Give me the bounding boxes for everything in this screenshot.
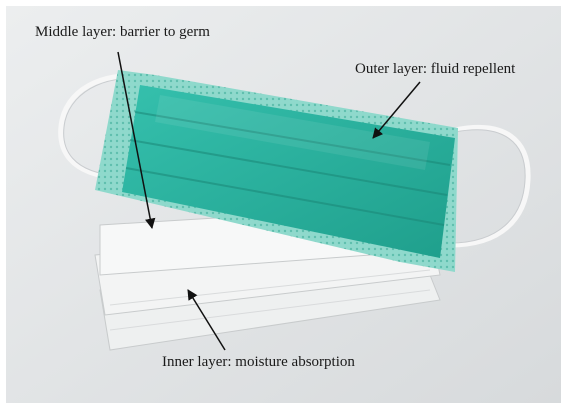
left-ear-loop-shadow: [63, 77, 151, 177]
inner-layer-label: Inner layer: moisture absorption: [162, 354, 355, 370]
outer-layer-highlight: [155, 95, 430, 170]
pleat-3: [125, 167, 445, 226]
outer-layer-label: Outer layer: fluid repellent: [355, 61, 516, 77]
right-ear-loop-shadow: [449, 129, 526, 244]
left-ear-loop: [58, 73, 151, 181]
paper-fold-2: [109, 289, 431, 331]
outer-layer-body: [122, 85, 455, 258]
arrow-outer-layer: [372, 81, 421, 139]
paper-fold-1: [109, 269, 431, 306]
right-ear-loop: [449, 124, 531, 248]
pleat-1: [134, 111, 451, 166]
middle-layer-label: Middle layer: barrier to germ: [35, 24, 210, 40]
arrow-inner-layer: [187, 289, 226, 351]
arrow-middle-layer: [117, 51, 156, 230]
pleat-2: [129, 139, 448, 196]
